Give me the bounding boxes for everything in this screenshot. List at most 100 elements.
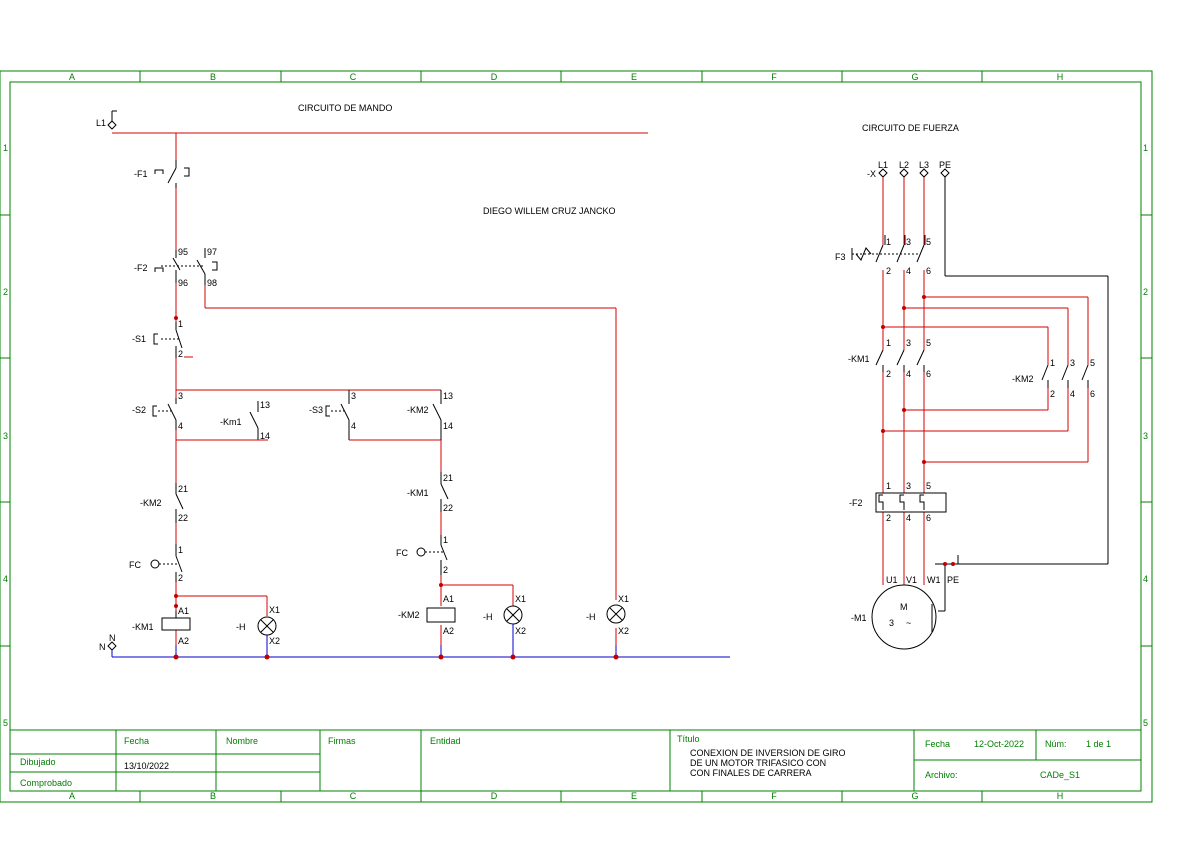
f2-pole-3: 3 — [906, 481, 911, 491]
column-label-top: A — [69, 72, 75, 82]
tb-archivo-label: Archivo: — [925, 770, 958, 780]
km2-pole-4: 4 — [1070, 389, 1075, 399]
f3-pole-1: 1 — [886, 237, 891, 247]
f3-pole-5: 5 — [926, 237, 931, 247]
author-name: DIEGO WILLEM CRUZ JANCKO — [483, 206, 616, 216]
km1-pole-2: 2 — [886, 369, 891, 379]
column-label-bottom: E — [631, 791, 637, 801]
row-label-right: 1 — [1143, 143, 1148, 153]
terminal-x-label: -X — [867, 169, 876, 179]
km1-nc-label: -KM1 — [407, 488, 429, 498]
km2-coil-label: -KM2 — [398, 610, 420, 620]
motor-term-pe: PE — [947, 575, 959, 585]
tb-dibujado-label: Dibujado — [20, 757, 56, 767]
row-label-left: 4 — [3, 574, 8, 584]
km2-holding-contact: -KM2 13 14 — [407, 390, 453, 440]
contactor-km2-main: -KM2 1 3 5 2 4 6 — [1012, 358, 1095, 399]
h1-x2: X2 — [269, 636, 280, 646]
neutral-junctions — [173, 654, 619, 660]
h2-label: -H — [483, 612, 493, 622]
tb-comprobado-label: Comprobado — [20, 778, 72, 788]
h1-x1: X1 — [269, 605, 280, 615]
terminal-n: N N — [99, 633, 117, 657]
f2-pole-4: 4 — [906, 513, 911, 523]
column-label-top: G — [911, 72, 918, 82]
f3-label: F3 — [835, 252, 846, 262]
km2-coil-a1: A1 — [443, 594, 454, 604]
km2-aux-terminal-13: 13 — [443, 391, 453, 401]
km2-nc-label: -KM2 — [140, 498, 162, 508]
row-label-right: 4 — [1143, 574, 1148, 584]
tb-title-line-2: DE UN MOTOR TRIFASICO CON — [690, 758, 826, 768]
km1-nc-terminal-21: 21 — [443, 473, 453, 483]
tb-nombre-header: Nombre — [226, 736, 258, 746]
tb-entidad-header: Entidad — [430, 736, 461, 746]
tb-fecha-header: Fecha — [124, 736, 149, 746]
pe-wire — [935, 177, 1109, 585]
fc1-terminal-1: 1 — [178, 545, 183, 555]
km2-pole-2: 2 — [1050, 389, 1055, 399]
column-label-bottom: B — [210, 791, 216, 801]
column-label-bottom: D — [491, 791, 498, 801]
f2-power-label: -F2 — [849, 498, 863, 508]
f3-pole-4: 4 — [906, 266, 911, 276]
frame-row-labels: 1 2 3 4 5 1 2 3 4 5 — [3, 143, 1148, 728]
row-label-left: 1 — [3, 143, 8, 153]
fc1-terminal-2: 2 — [178, 573, 183, 583]
start-button-s3[interactable]: -S3 3 4 — [309, 390, 441, 441]
fc2-label: FC — [396, 548, 408, 558]
tb-title-line-3: CON FINALES DE CARRERA — [690, 768, 812, 778]
s2-label: -S2 — [132, 405, 146, 415]
limit-switch-fc-2: FC 1 2 — [396, 535, 448, 575]
km1-nc-terminal-22: 22 — [443, 503, 453, 513]
s3-terminal-4: 4 — [351, 421, 356, 431]
row-label-right: 2 — [1143, 287, 1148, 297]
f3-pole-3: 3 — [906, 237, 911, 247]
f2-terminal-96: 96 — [178, 278, 188, 288]
km1-coil: -KM1 A1 A2 — [132, 594, 267, 646]
s1-terminal-1: 1 — [178, 319, 183, 329]
h2-x2: X2 — [515, 626, 526, 636]
motor-term-v1: V1 — [906, 575, 917, 585]
km2-pole-5: 5 — [1090, 358, 1095, 368]
km1-holding-contact: -Km1 13 14 — [176, 400, 270, 441]
column-label-top: F — [771, 72, 777, 82]
motor-ac-symbol: ~ — [906, 618, 911, 628]
stop-button-s1[interactable]: -S1 1 2 — [132, 316, 193, 359]
s1-label: -S1 — [132, 334, 146, 344]
km1-aux-label: -Km1 — [220, 417, 242, 427]
start-button-s2[interactable]: -S2 3 4 — [132, 391, 183, 431]
row-label-right: 5 — [1143, 718, 1148, 728]
title-block: Fecha Nombre Firmas Entidad Título Dibuj… — [10, 729, 1141, 791]
km1-interlock-contact: -KM1 21 22 — [407, 472, 453, 513]
km2-pole-1: 1 — [1050, 358, 1055, 368]
km1-coil-label: -KM1 — [132, 622, 154, 632]
s3-label: -S3 — [309, 405, 323, 415]
column-label-top: B — [210, 72, 216, 82]
column-label-top: C — [350, 72, 357, 82]
km1-pole-4: 4 — [906, 369, 911, 379]
km2-pole-3: 3 — [1070, 358, 1075, 368]
indicator-lamp-h1: -H X1 X2 — [236, 596, 280, 657]
motor-m: M — [900, 602, 908, 612]
km2-aux-terminal-14: 14 — [443, 421, 453, 431]
tb-fecha2-label: Fecha — [925, 739, 950, 749]
f2-terminal-97: 97 — [207, 247, 217, 257]
km1-pole-3: 3 — [906, 338, 911, 348]
column-label-bottom: G — [911, 791, 918, 801]
f2-pole-5: 5 — [926, 481, 931, 491]
column-label-bottom: A — [69, 791, 75, 801]
tb-archivo-value: CADe_S1 — [1040, 770, 1080, 780]
h1-label: -H — [236, 622, 246, 632]
km2-nc-terminal-22: 22 — [178, 513, 188, 523]
indicator-lamp-h2: -H X1 X2 — [483, 585, 526, 657]
fuse-f1: -F1 — [134, 160, 190, 188]
km1-aux-terminal-13: 13 — [260, 400, 270, 410]
km2-coil: -KM2 A1 A2 — [398, 583, 513, 636]
km1-pole-6: 6 — [926, 369, 931, 379]
power-terminals: -X L1 L2 L3 PE — [867, 160, 951, 179]
column-label-top: H — [1057, 72, 1064, 82]
motor-term-u1: U1 — [886, 575, 898, 585]
indicator-lamp-h3: -H X1 X2 — [586, 594, 629, 636]
drawing-frame — [0, 70, 1153, 803]
